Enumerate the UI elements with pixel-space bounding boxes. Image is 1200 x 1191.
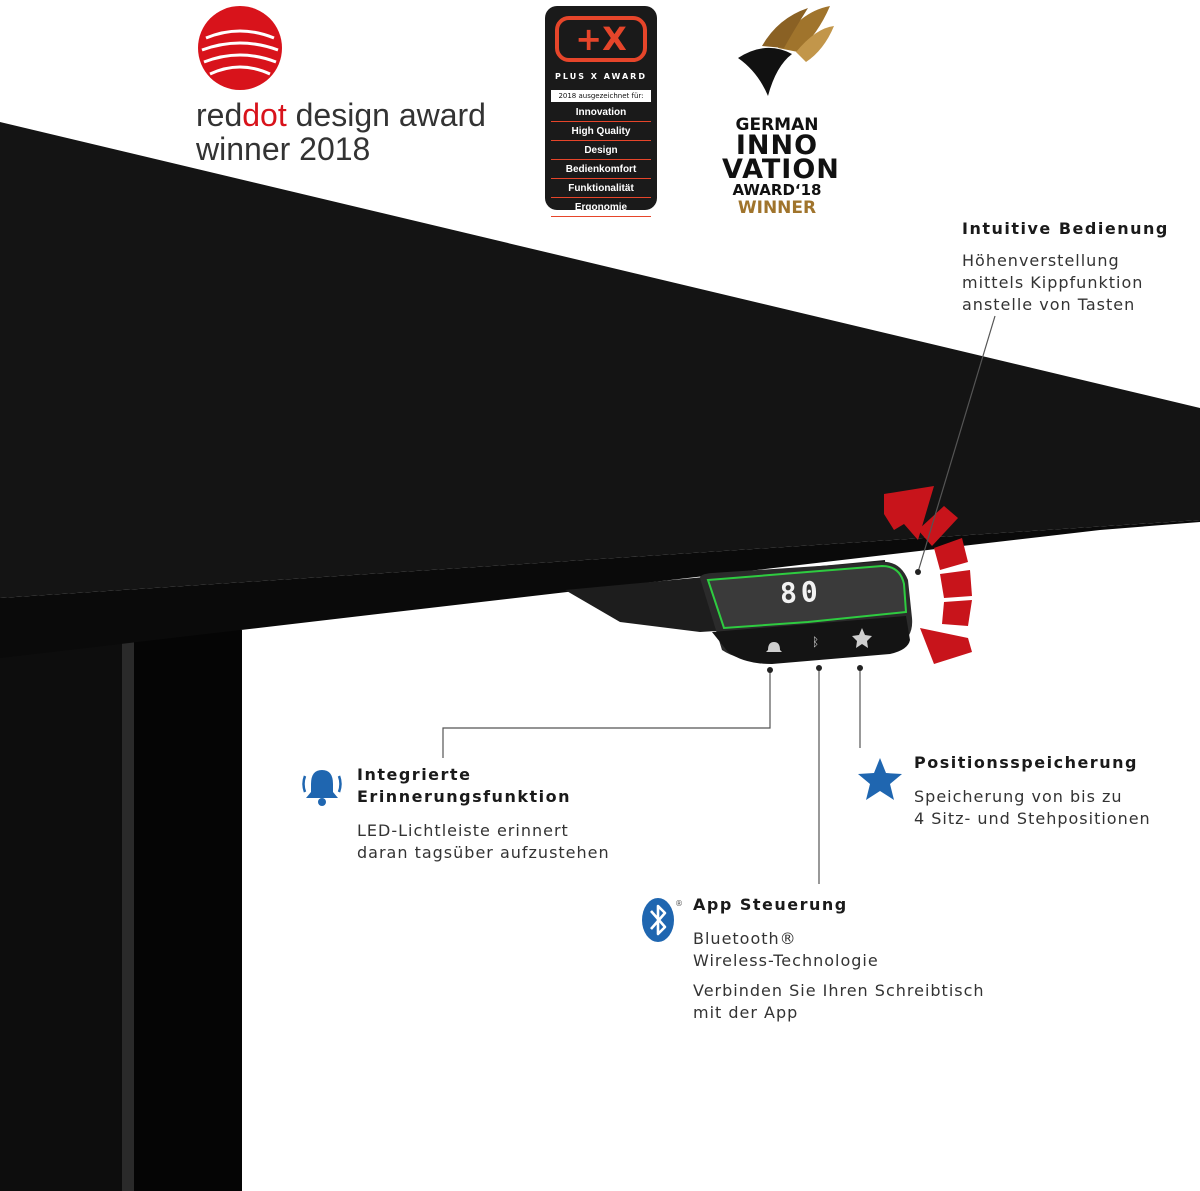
controller-led-strip — [706, 564, 908, 630]
bell-icon — [302, 770, 342, 806]
plusx-category: Ergonomie — [551, 199, 651, 217]
feature-reminder: Integrierte Erinnerungsfunktion LED-Lich… — [357, 764, 610, 864]
desk-top — [0, 122, 1200, 598]
gi-line-inno: INNO — [735, 130, 819, 161]
tilt-arrows-icon — [884, 486, 972, 664]
star-icon — [858, 758, 902, 800]
feature-memory: Positionsspeicherung Speicherung von bis… — [914, 752, 1151, 830]
desk-leg-left — [0, 640, 122, 1191]
plusx-logo: +X — [555, 16, 647, 62]
reddot-winner-year: winner 2018 — [196, 131, 371, 167]
reddot-award-text: reddot design award winner 2018 — [196, 98, 486, 166]
button-star-icon — [852, 628, 872, 648]
feature-app-line: Wireless-Technologie — [693, 951, 879, 970]
feature-app: App Steuerung Bluetooth® Wireless-Techno… — [693, 894, 985, 1024]
feature-reminder-title: Erinnerungsfunktion — [357, 787, 571, 806]
plusx-category: Funktionalität — [551, 180, 651, 198]
feature-app-line: Verbinden Sie Ihren Schreibtisch — [693, 981, 985, 1000]
desk-edge — [0, 520, 1200, 658]
feature-app-line: Bluetooth® — [693, 929, 797, 948]
plusx-subtitle: 2018 ausgezeichnet für: — [551, 90, 651, 102]
button-bell-icon — [766, 642, 782, 652]
german-innovation-award-text: GERMAN INNO VATION AWARD‘18 WINNER — [722, 115, 840, 218]
plusx-title: PLUS X AWARD — [555, 72, 647, 81]
feature-intuitive-line: Höhenverstellung — [962, 251, 1120, 270]
desk-leg-edge — [122, 640, 134, 1191]
feature-memory-line: Speicherung von bis zu — [914, 787, 1123, 806]
button-bluetooth-icon: ᛒ — [812, 635, 819, 649]
callout-dots — [767, 569, 921, 673]
plusx-award-badge: +X PLUS X AWARD 2018 ausgezeichnet für: … — [545, 6, 657, 217]
plusx-category: High Quality — [551, 123, 651, 141]
plusx-category: Design — [551, 142, 651, 160]
desk-leg-right — [134, 630, 242, 1191]
feature-intuitive: Intuitive Bedienung Höhenverstellung mit… — [962, 218, 1169, 316]
feature-intuitive-line: anstelle von Tasten — [962, 295, 1136, 314]
gi-line-german: GERMAN — [735, 115, 819, 135]
feature-reminder-line: LED-Lichtleiste erinnert — [357, 821, 569, 840]
svg-text:®: ® — [675, 899, 683, 908]
german-innovation-ribbon-icon — [738, 6, 834, 96]
feature-memory-line: 4 Sitz- und Stehpositionen — [914, 809, 1151, 828]
controller-buttons — [712, 616, 910, 664]
callout-lines — [442, 315, 996, 884]
plusx-category-list: Innovation High Quality Design Bedienkom… — [551, 104, 651, 218]
feature-reminder-line: daran tagsüber aufzustehen — [357, 843, 610, 862]
reddot-text-dot: dot — [242, 97, 287, 133]
gi-line-winner: WINNER — [737, 198, 817, 218]
gi-line-award: AWARD‘18 — [732, 181, 822, 199]
feature-intuitive-title: Intuitive Bedienung — [962, 219, 1169, 238]
feature-intuitive-line: mittels Kippfunktion — [962, 273, 1144, 292]
reddot-logo-icon — [198, 6, 282, 90]
reddot-text-design-award: design award — [286, 97, 486, 133]
controller-display: 80 — [779, 574, 823, 611]
feature-app-line: mit der App — [693, 1003, 799, 1022]
feature-memory-title: Positionsspeicherung — [914, 753, 1138, 772]
feature-reminder-title: Integrierte — [357, 765, 472, 784]
plusx-category: Innovation — [551, 104, 651, 122]
bluetooth-icon: ® — [642, 898, 683, 942]
feature-app-title: App Steuerung — [693, 895, 848, 914]
gi-line-vation: VATION — [722, 154, 840, 185]
plusx-category: Bedienkomfort — [551, 161, 651, 179]
reddot-text-red: red — [196, 97, 243, 133]
